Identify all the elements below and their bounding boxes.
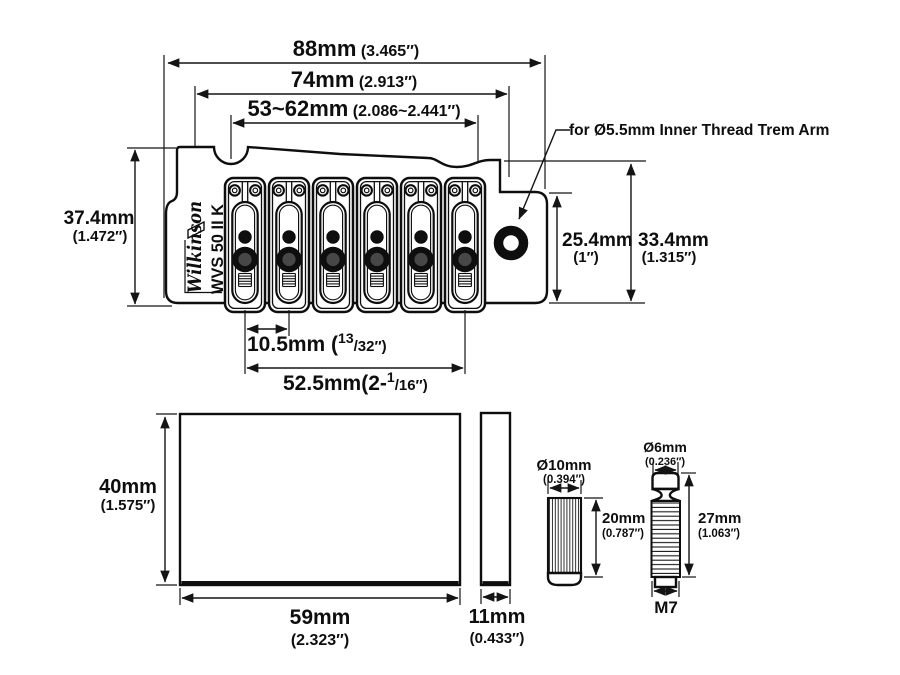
dim-block-width-label: 59mm [290, 606, 351, 629]
label-bracket [184, 240, 222, 294]
dim-e-to-e-label: 52.5mm(2-1/16″) [283, 369, 428, 395]
dim-stud-thread-label: M7 [654, 598, 678, 617]
dim-block-thickness: 11mm (0.433″) [469, 589, 526, 647]
trem-arm-hole [493, 225, 529, 261]
dim-e-to-e: 52.5mm(2-1/16″) [246, 310, 466, 395]
knurled-bushing: Ø10mm (0.394″) 20mm (0.787″) [536, 457, 645, 587]
dim-block-width-inch: (2.323″) [291, 632, 349, 649]
dim-body-depth: 37.4mm (1.472″) [64, 147, 176, 307]
dim-stud-diameter-inch: (0.236″) [645, 456, 685, 468]
dim-overall-depth-label: 33.4mm [638, 230, 709, 251]
dim-stud-diameter-label: Ø6mm [643, 439, 687, 455]
saddle-4 [355, 176, 399, 314]
dim-overall-depth: 33.4mm (1.315″) [504, 160, 709, 302]
dim-string-pitch: 10.5mm (13/32″) [244, 310, 387, 374]
dim-bushing-diameter-inch: (0.394″) [543, 474, 585, 486]
dim-adjust-range-label: 53~62mm (2.086~2.441″) [247, 96, 460, 121]
wilkinson-logo: Wilkinson [184, 201, 206, 293]
dim-string-pitch-label: 10.5mm (13/32″) [247, 330, 387, 356]
dim-block-thickness-inch: (0.433″) [470, 630, 525, 647]
block-edge-view [479, 411, 512, 587]
dim-stud-length-inch: (1.063″) [698, 528, 740, 540]
svg-text:Wilkinson: Wilkinson [184, 201, 206, 293]
saddle-6 [443, 176, 487, 314]
trem-arm-callout: for Ø5.5mm Inner Thread Trem Arm [518, 122, 829, 220]
dim-bushing-diameter: Ø10mm (0.394″) [536, 457, 592, 494]
dim-plate-width: 25.4mm (1″) [549, 192, 645, 304]
dim-stud-length: 27mm (1.063″) [681, 472, 741, 578]
dim-block-width: 59mm (2.323″) [179, 588, 461, 649]
bridge-top-view: Wilkinson WVS 50 II K [164, 145, 549, 314]
saddle-5 [399, 176, 443, 314]
dim-overall-depth-inch: (1.315″) [642, 249, 697, 266]
dim-outer-span-label: 74mm (2.913″) [291, 67, 417, 92]
dim-stud-length-label: 27mm [698, 510, 741, 527]
saddle-3 [311, 176, 355, 314]
dim-plate-width-inch: (1″) [573, 249, 599, 266]
dim-bushing-length-inch: (0.787″) [602, 528, 644, 540]
dim-bushing-length-label: 20mm [602, 510, 645, 527]
block-side-view: 40mm (1.575″) 59mm (2.323″) 11mm (0.433″… [99, 411, 526, 649]
dim-block-height-label: 40mm [99, 476, 157, 498]
threaded-stud: Ø6mm (0.236″) 27mm (1.063″) M7 [643, 439, 741, 617]
dim-block-height-inch: (1.575″) [101, 497, 156, 514]
model-label: WVS 50 II K [208, 203, 227, 294]
trem-arm-note: for Ø5.5mm Inner Thread Trem Arm [569, 122, 829, 139]
dim-adjust-range: 53~62mm (2.086~2.441″) [230, 96, 479, 162]
dim-body-depth-label: 37.4mm [64, 208, 135, 229]
dim-stud-thread: M7 [651, 581, 680, 617]
dim-overall-width: 88mm (3.465″) [163, 36, 546, 298]
dim-plate-width-label: 25.4mm [562, 230, 633, 251]
dim-stud-diameter: Ø6mm (0.236″) [643, 439, 687, 477]
saddle-1 [223, 176, 267, 314]
saddle-2 [267, 176, 311, 314]
dim-bushing-diameter-label: Ø10mm [536, 457, 591, 474]
dim-outer-span: 74mm (2.913″) [194, 67, 510, 177]
dim-bushing-length: 20mm (0.787″) [584, 497, 645, 578]
dim-block-thickness-label: 11mm [469, 606, 526, 628]
dim-overall-width-label: 88mm (3.465″) [293, 36, 419, 61]
dim-body-depth-inch: (1.472″) [73, 228, 128, 245]
dim-block-height: 40mm (1.575″) [99, 413, 177, 586]
